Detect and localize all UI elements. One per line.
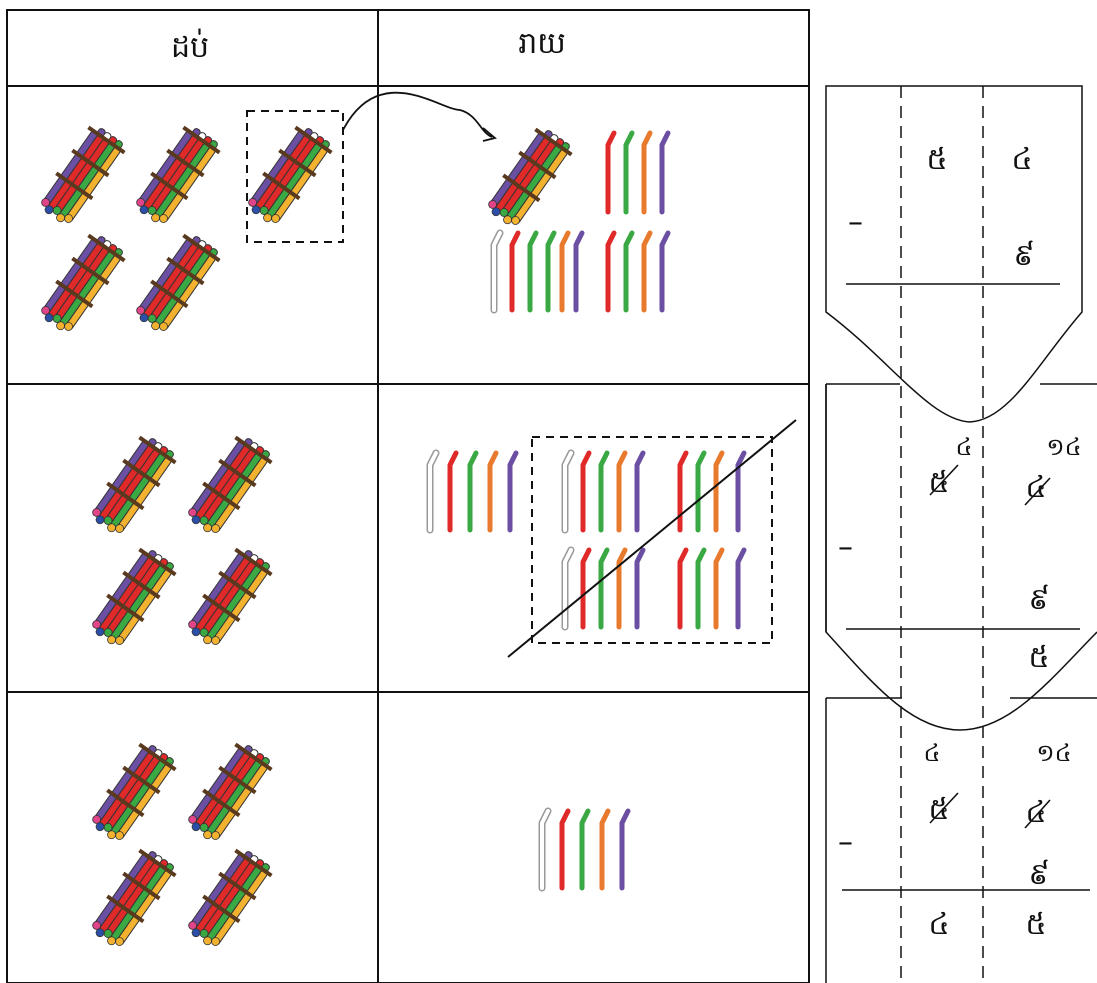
bundles-row-3 [84, 738, 276, 954]
bundle-straw [180, 431, 276, 541]
panel-3-minuend-tens: ៥ [928, 792, 950, 827]
panel-3-result-tens: ៤ [928, 907, 950, 942]
regroup-arrow [342, 91, 493, 138]
bundle-straw [84, 844, 180, 954]
loose-straws-row-3 [538, 807, 631, 892]
panel-2-regroup-tens: ៤ [955, 433, 973, 461]
bundle-straw [180, 738, 276, 848]
panel-2-minuend-tens: ៥ [928, 465, 950, 500]
panel-1-subtrahend-ones: ៩ [1013, 238, 1035, 273]
subtraction-panels [825, 85, 1097, 983]
regroup-arrowhead [482, 127, 497, 142]
loose-straws-row-2 [426, 449, 747, 631]
removed-straws-box [531, 436, 773, 644]
panel-1-minuend-ones: ៤ [1011, 142, 1033, 177]
bundle-straw [128, 121, 224, 231]
bundle-straw [84, 431, 180, 541]
cross-out-line [507, 419, 797, 658]
panel-3-regroup-tens: ៤ [923, 739, 941, 767]
loose-straws-row-1 [490, 130, 671, 314]
panel-2-minus-sign: – [838, 530, 853, 565]
bundle-straw [240, 121, 336, 231]
panel-2-frame [825, 383, 1097, 731]
bundles-row-2 [84, 431, 276, 653]
panel-1-frame [825, 85, 1083, 423]
panel-3-subtrahend-ones: ៩ [1028, 857, 1050, 892]
panel-3-result-ones: ៥ [1025, 907, 1047, 942]
digit-strikethroughs [929, 464, 1051, 829]
panel-2-result-ones: ៥ [1028, 640, 1050, 675]
bundles-row-1 [33, 121, 336, 339]
bundle-straw [84, 738, 180, 848]
bundle-straw [33, 121, 129, 231]
panel-3-frame [825, 697, 1097, 983]
header-tens: ដប់ [170, 30, 210, 65]
bundle-straw [33, 229, 129, 339]
bundle-straw [84, 543, 180, 653]
header-ones: រាយ [518, 26, 566, 61]
unbundled-bundle [480, 123, 576, 233]
panel-2-minuend-ones: ៤ [1025, 470, 1047, 505]
panel-2-regroup-ones: ១៤ [1046, 433, 1082, 461]
panel-3-minus-sign: – [838, 825, 853, 860]
table-grid [6, 9, 810, 983]
bundle-straw [180, 844, 276, 954]
panel-3-minuend-ones: ៤ [1025, 795, 1047, 830]
selected-bundle-box [246, 110, 344, 243]
panel-2-subtrahend-ones: ៩ [1028, 582, 1050, 617]
bundle-straw [128, 229, 224, 339]
bundle-straw [180, 543, 276, 653]
panel-1-minuend-tens: ៥ [926, 142, 948, 177]
panel-3-regroup-ones: ១៤ [1036, 739, 1072, 767]
panel-1-minus-sign: – [848, 205, 863, 240]
